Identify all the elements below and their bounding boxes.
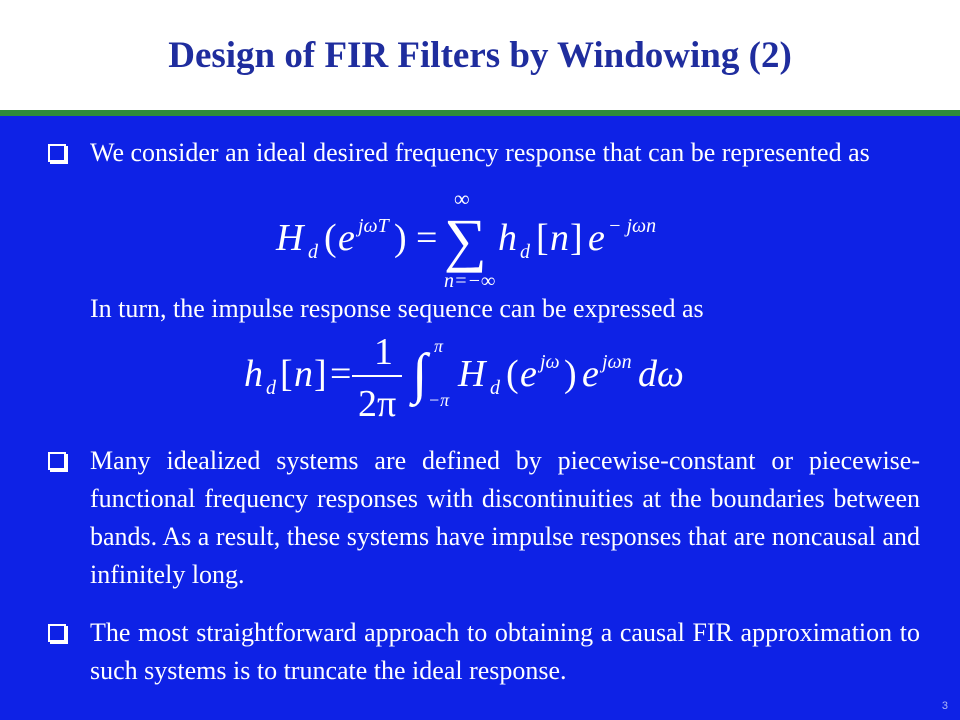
svg-text:jωn: jωn xyxy=(599,351,632,373)
svg-text:2π: 2π xyxy=(358,383,396,425)
svg-text:∑: ∑ xyxy=(444,207,487,273)
bullet-3-text: The most straightforward approach to obt… xyxy=(90,618,920,685)
svg-text:h: h xyxy=(498,217,517,259)
svg-text:n=−∞: n=−∞ xyxy=(444,270,495,292)
intermediate-text: In turn, the impulse response sequence c… xyxy=(90,294,704,323)
svg-text:=: = xyxy=(330,353,351,395)
svg-text:−π: −π xyxy=(428,390,450,410)
svg-text:d: d xyxy=(308,241,319,263)
svg-text:]: ] xyxy=(314,353,327,395)
checkbox-bullet-icon xyxy=(48,452,66,470)
title-bar: Design of FIR Filters by Windowing (2) xyxy=(0,0,960,110)
svg-text:d: d xyxy=(266,377,277,399)
svg-text:(: ( xyxy=(506,353,519,395)
svg-text:1: 1 xyxy=(374,331,393,373)
svg-text:h: h xyxy=(244,353,263,395)
svg-text:∞: ∞ xyxy=(454,192,470,211)
svg-text:dω: dω xyxy=(638,353,684,395)
svg-text:e: e xyxy=(588,217,605,259)
svg-text:): ) xyxy=(394,217,407,259)
svg-text:]: ] xyxy=(570,217,583,259)
svg-text:jωT: jωT xyxy=(355,215,391,237)
svg-text:(: ( xyxy=(324,217,337,259)
svg-text:=: = xyxy=(416,217,437,259)
svg-text:[: [ xyxy=(536,217,549,259)
bullet-2-text: Many idealized systems are defined by pi… xyxy=(90,446,920,589)
svg-text:∫: ∫ xyxy=(409,343,431,408)
svg-text:π: π xyxy=(434,336,444,356)
svg-text:e: e xyxy=(582,353,599,395)
svg-text:d: d xyxy=(490,377,501,399)
svg-text:jω: jω xyxy=(537,351,560,373)
svg-text:d: d xyxy=(520,241,531,263)
checkbox-bullet-icon xyxy=(48,144,66,162)
svg-text:H: H xyxy=(275,217,306,259)
svg-text:): ) xyxy=(564,353,577,395)
svg-text:n: n xyxy=(550,217,569,259)
checkbox-bullet-icon xyxy=(48,624,66,642)
equation-frequency-response: H d ( e jωT ) = ∞ ∑ n=−∞ h d [ n ] e − j… xyxy=(275,192,656,292)
page-number: 3 xyxy=(941,700,948,712)
equation-impulse-response: h d [ n ] = 1 2π ∫ π −π H d ( e jω ) e j… xyxy=(244,331,684,425)
title-divider xyxy=(0,110,960,116)
svg-text:e: e xyxy=(338,217,355,259)
svg-text:H: H xyxy=(457,353,488,395)
svg-text:e: e xyxy=(520,353,537,395)
svg-text:− jωn: − jωn xyxy=(608,215,656,237)
bullet-1-text: We consider an ideal desired frequency r… xyxy=(90,138,870,167)
svg-text:[: [ xyxy=(280,353,293,395)
slide-title: Design of FIR Filters by Windowing (2) xyxy=(168,35,792,76)
svg-text:n: n xyxy=(294,353,313,395)
